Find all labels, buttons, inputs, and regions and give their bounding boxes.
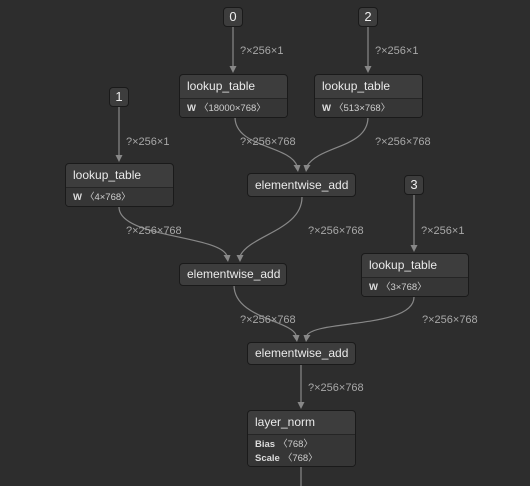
edge-label: ?×256×1	[375, 45, 419, 57]
arrowhead	[229, 66, 237, 73]
arrowhead	[236, 255, 244, 262]
edge-lookup-d-add-c	[306, 296, 415, 336]
edge-label: ?×256×768	[240, 136, 296, 148]
node-title: lookup_table	[322, 79, 391, 93]
attribute-row: Bias〈768〉	[255, 438, 348, 452]
edge-lookup-a-add-a	[234, 116, 298, 167]
attribute-value: 〈768〉	[282, 453, 318, 464]
edge-label: ?×256×768	[308, 382, 364, 394]
edge-label: ?×256×1	[126, 136, 170, 148]
arrowhead	[303, 165, 311, 172]
edge-lookup-b-add-a	[306, 116, 369, 167]
arrowhead	[303, 335, 311, 342]
lookup-table-node-a[interactable]: lookup_table W〈18000×768〉	[179, 74, 288, 118]
edge-label: ?×256×768	[375, 136, 431, 148]
attribute-row: Scale〈768〉	[255, 452, 348, 466]
elementwise-add-node-a[interactable]: elementwise_add	[247, 173, 356, 197]
attribute-name: W	[73, 192, 82, 203]
attribute-name: W	[369, 282, 378, 293]
attribute-name: Scale	[255, 453, 280, 464]
node-title: lookup_table	[369, 258, 438, 272]
edge-add-a-add-b	[239, 196, 303, 257]
lookup-table-node-c[interactable]: lookup_table W〈4×768〉	[65, 163, 174, 207]
attribute-row: W〈18000×768〉	[187, 102, 280, 116]
attribute-row: W〈3×768〉	[369, 281, 461, 295]
layer-norm-node[interactable]: layer_norm Bias〈768〉 Scale〈768〉	[247, 410, 356, 467]
arrowhead	[293, 165, 301, 172]
edge-lookup-c-add-b	[118, 206, 228, 257]
edge-add-b-add-c	[233, 284, 297, 336]
edge-label: ?×256×1	[240, 45, 284, 57]
attribute-name: W	[187, 103, 196, 114]
edge-label: ?×256×768	[308, 225, 364, 237]
node-title: lookup_table	[73, 168, 142, 182]
elementwise-add-node-b[interactable]: elementwise_add	[179, 263, 287, 286]
node-attributes: W〈513×768〉	[315, 98, 422, 117]
arrowhead	[410, 245, 418, 252]
attribute-value: 〈4×768〉	[84, 192, 131, 203]
node-attributes: W〈18000×768〉	[180, 98, 287, 117]
node-attributes: Bias〈768〉 Scale〈768〉	[248, 434, 355, 466]
attribute-value: 〈513×768〉	[333, 103, 391, 114]
input-node-0[interactable]: 0	[223, 7, 243, 27]
elementwise-add-node-c[interactable]: elementwise_add	[247, 342, 356, 365]
attribute-name: Bias	[255, 439, 276, 450]
arrowhead	[292, 335, 300, 342]
attribute-value: 〈3×768〉	[380, 282, 427, 293]
attribute-row: W〈513×768〉	[322, 102, 415, 116]
attribute-name: W	[322, 103, 331, 114]
attribute-value: 〈18000×768〉	[198, 103, 266, 114]
lookup-table-node-d[interactable]: lookup_table W〈3×768〉	[361, 253, 469, 297]
node-title: lookup_table	[187, 79, 256, 93]
node-attributes: W〈4×768〉	[66, 187, 173, 206]
node-title: elementwise_add	[255, 346, 349, 360]
attribute-value: 〈768〉	[278, 439, 313, 450]
edge-label: ?×256×768	[422, 314, 478, 326]
arrowhead	[364, 66, 372, 73]
input-node-2[interactable]: 2	[358, 7, 378, 27]
arrowhead	[115, 155, 123, 162]
input-node-3[interactable]: 3	[404, 175, 424, 195]
node-title: elementwise_add	[255, 178, 349, 192]
edge-label: ?×256×1	[421, 225, 465, 237]
lookup-table-node-b[interactable]: lookup_table W〈513×768〉	[314, 74, 423, 118]
node-title: elementwise_add	[187, 267, 281, 281]
input-node-1[interactable]: 1	[109, 87, 129, 107]
arrowhead	[297, 402, 305, 409]
node-title: layer_norm	[255, 415, 316, 429]
edge-label: ?×256×768	[126, 225, 182, 237]
attribute-row: W〈4×768〉	[73, 191, 166, 205]
edge-label: ?×256×768	[240, 314, 296, 326]
node-attributes: W〈3×768〉	[362, 277, 468, 296]
arrowhead	[223, 255, 231, 262]
